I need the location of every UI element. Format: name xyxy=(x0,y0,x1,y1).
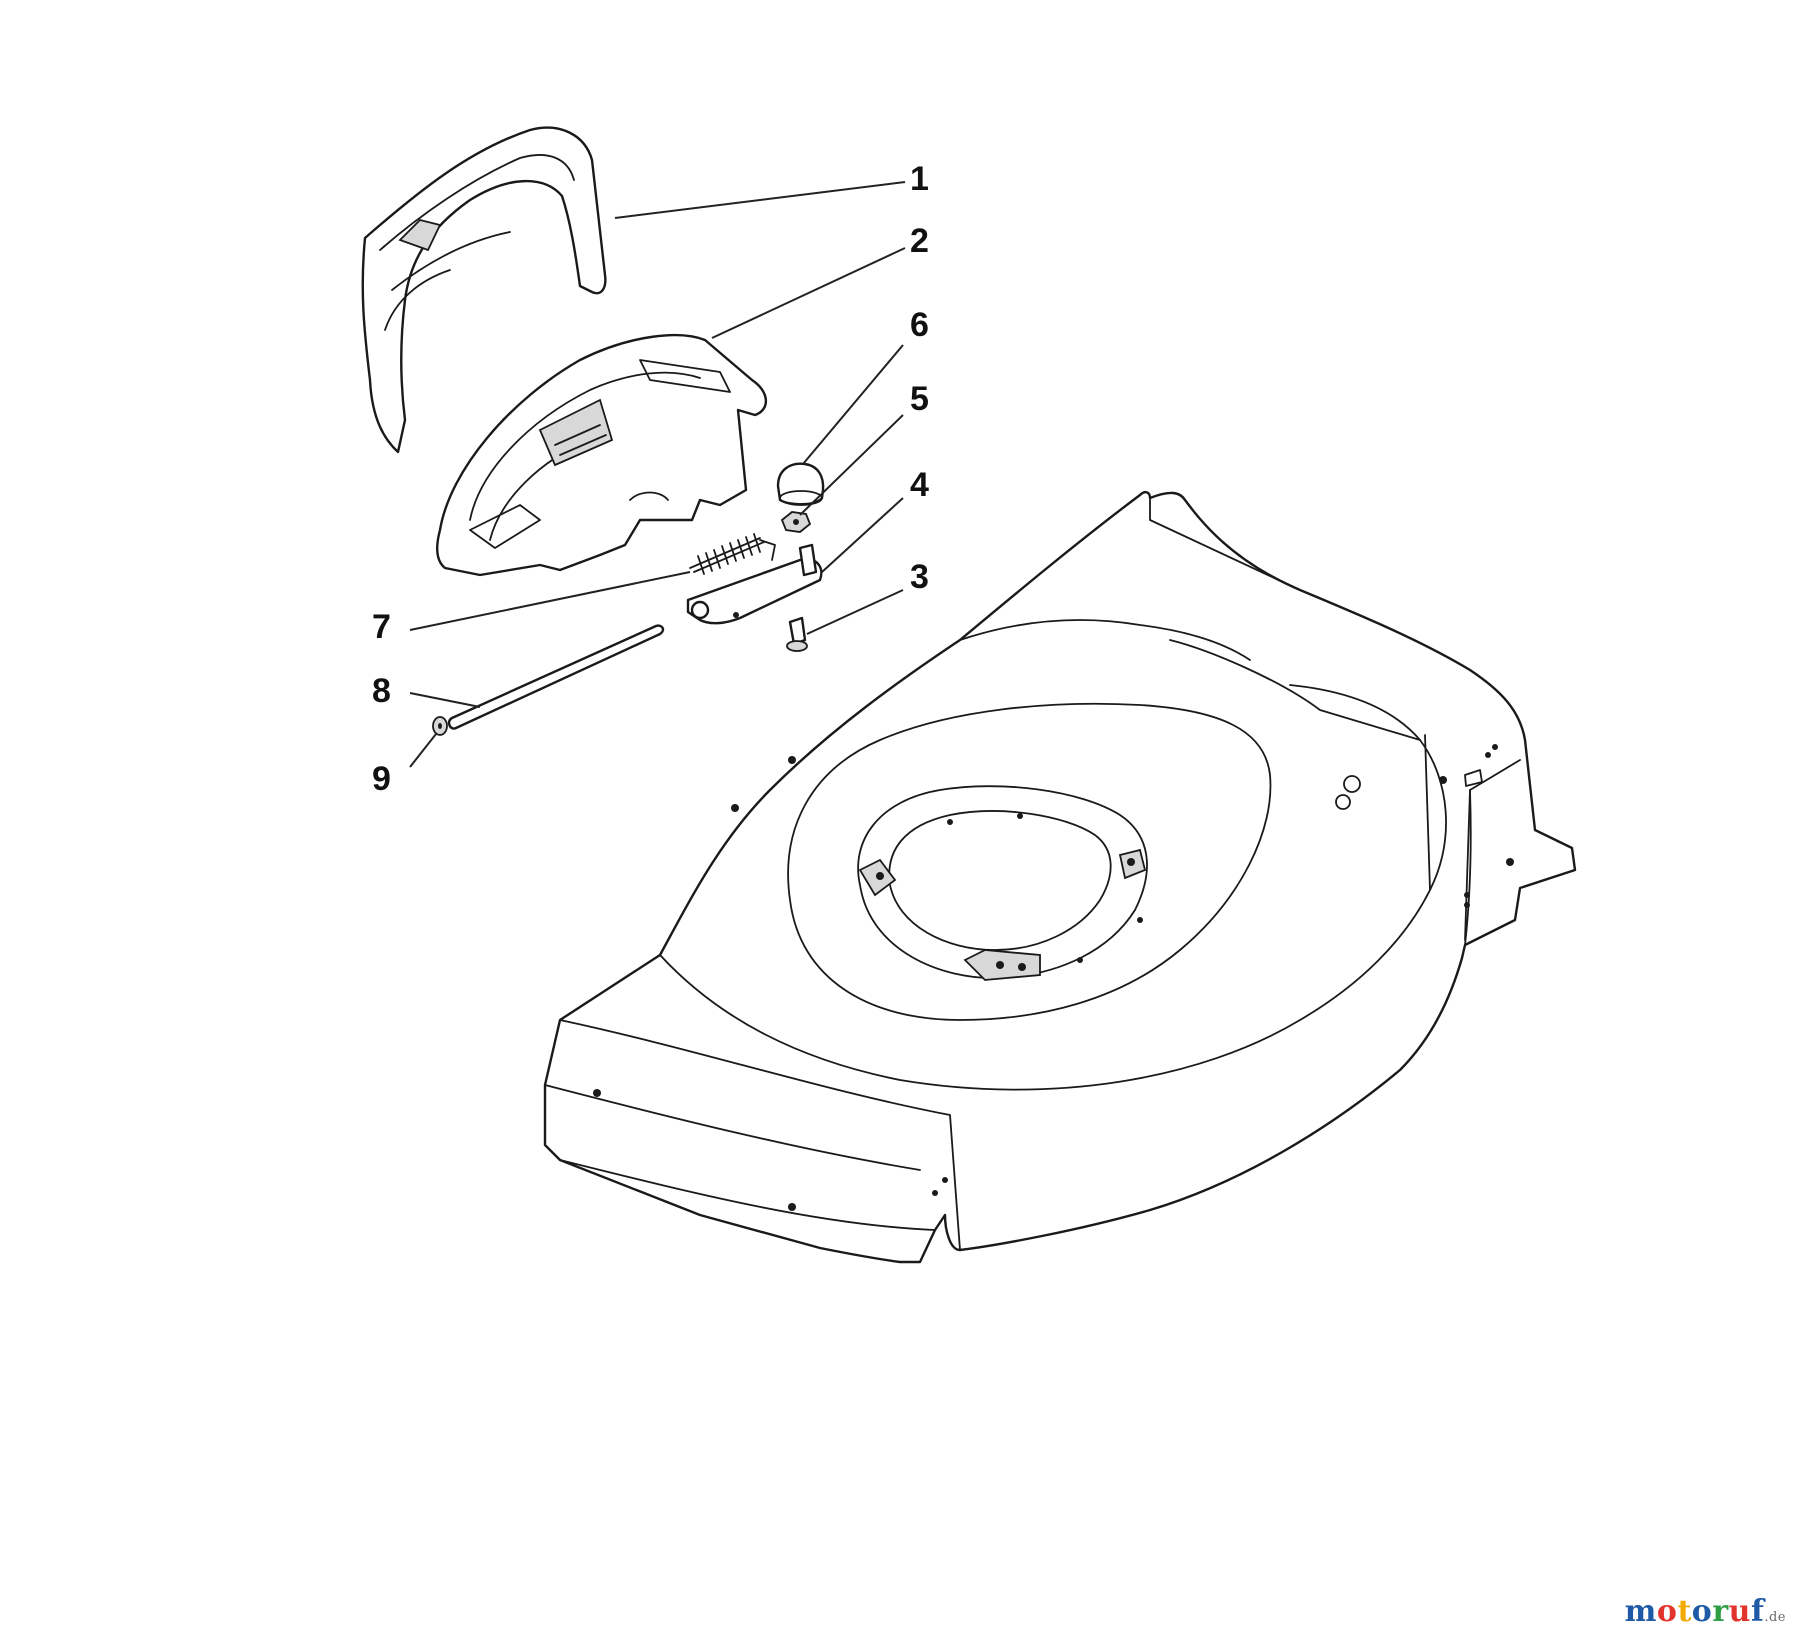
leader-line-1 xyxy=(614,181,906,219)
hinge-bracket-part xyxy=(686,543,823,625)
retaining-washer-part xyxy=(432,716,448,736)
watermark-letter: t xyxy=(1677,1594,1692,1629)
callout-9: 9 xyxy=(372,760,391,798)
leader-line-7 xyxy=(409,571,691,631)
cap-nut-part xyxy=(776,462,825,506)
watermark-letter: o xyxy=(1691,1594,1713,1629)
leader-line-3 xyxy=(806,589,904,635)
callout-1: 1 xyxy=(910,160,929,198)
motoruf-watermark-logo: motoruf.de xyxy=(1625,1594,1786,1629)
leader-line-2 xyxy=(711,247,906,339)
callout-6: 6 xyxy=(910,306,929,344)
callout-3: 3 xyxy=(910,558,929,596)
watermark-suffix: .de xyxy=(1764,1610,1786,1625)
bolt-part xyxy=(786,616,808,652)
torsion-spring-part xyxy=(689,533,776,575)
watermark-letter: u xyxy=(1728,1594,1751,1629)
leader-line-4 xyxy=(821,497,904,573)
leader-line-8 xyxy=(409,692,481,708)
rear-flap-part xyxy=(435,333,768,577)
callout-2: 2 xyxy=(910,222,929,260)
mower-deck-part xyxy=(543,490,1577,1264)
watermark-letter: r xyxy=(1712,1594,1729,1629)
watermark-wordmark: motoruf xyxy=(1625,1594,1765,1629)
watermark-letter: o xyxy=(1656,1594,1678,1629)
watermark-letter: m xyxy=(1624,1594,1657,1629)
pivot-rod-part xyxy=(447,624,665,730)
watermark-letter: f xyxy=(1750,1594,1765,1629)
leader-line-9 xyxy=(409,733,437,768)
callout-8: 8 xyxy=(372,672,391,710)
callout-5: 5 xyxy=(910,380,929,418)
rear-flap-cover-part xyxy=(361,126,607,454)
leader-line-5 xyxy=(799,414,904,516)
callout-7: 7 xyxy=(372,608,391,646)
callout-4: 4 xyxy=(910,466,929,504)
leader-line-6 xyxy=(802,344,904,465)
nut-part xyxy=(780,511,812,533)
